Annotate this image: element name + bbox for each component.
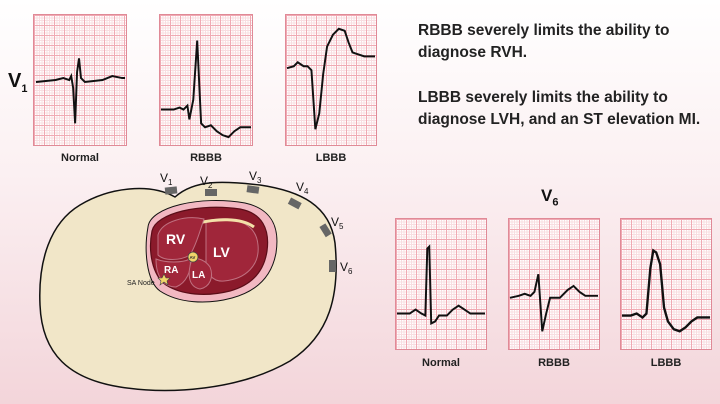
electrode-label-v3: V3 xyxy=(249,169,262,185)
caption-top-normal: Normal xyxy=(61,152,99,164)
label-lv: LV xyxy=(213,244,231,260)
electrode-label-v4: V4 xyxy=(296,180,309,196)
electrode-v3 xyxy=(246,185,260,194)
label-av: AV xyxy=(190,255,196,260)
torso-heart-diagram: RV LV RA LA AV SA Node V1 V2 V3 V4 V5 V6 xyxy=(39,169,353,392)
lead-label-v6: V6 xyxy=(541,186,559,209)
electrode-v5 xyxy=(319,223,332,238)
electrode-v4 xyxy=(287,197,302,210)
electrode-v6 xyxy=(329,260,336,272)
la-chamber xyxy=(188,258,213,290)
electrode-v1 xyxy=(164,186,178,195)
ecg-strip-v1-normal xyxy=(33,14,127,146)
label-la: LA xyxy=(192,270,205,281)
label-sa-node: SA Node xyxy=(127,280,155,287)
caption-bottom-lbbb: LBBB xyxy=(650,357,682,369)
av-node-icon xyxy=(187,251,199,263)
ecg-strip-v1-rbbb xyxy=(159,14,253,146)
electrode-v2 xyxy=(205,189,217,196)
note-rbbb: RBBB severely limits the ability to diag… xyxy=(418,22,670,61)
note-lbbb: LBBB severely limits the ability to diag… xyxy=(418,89,701,128)
caption-bottom-rbbb: RBBB xyxy=(538,357,570,369)
caption-top-rbbb: RBBB xyxy=(190,152,222,164)
caption-top-lbbb: LBBB xyxy=(315,152,347,164)
ecg-strip-v6-lbbb xyxy=(620,218,712,350)
label-ra: RA xyxy=(164,265,178,276)
electrode-label-v1: V1 xyxy=(160,171,173,187)
ecg-strip-v6-rbbb xyxy=(508,218,600,350)
electrode-label-v6: V6 xyxy=(340,260,353,276)
caption-bottom-normal: Normal xyxy=(422,357,460,369)
ecg-strip-v1-lbbb xyxy=(285,14,377,146)
sa-node-star-icon xyxy=(157,273,171,286)
lead-label-v1: V1 xyxy=(8,70,28,95)
label-rv: RV xyxy=(166,231,186,247)
rv-chamber xyxy=(157,217,205,260)
electrode-label-v5: V5 xyxy=(331,215,344,231)
ecg-strip-v6-normal xyxy=(395,218,487,350)
electrode-label-v2: V2 xyxy=(200,174,213,190)
